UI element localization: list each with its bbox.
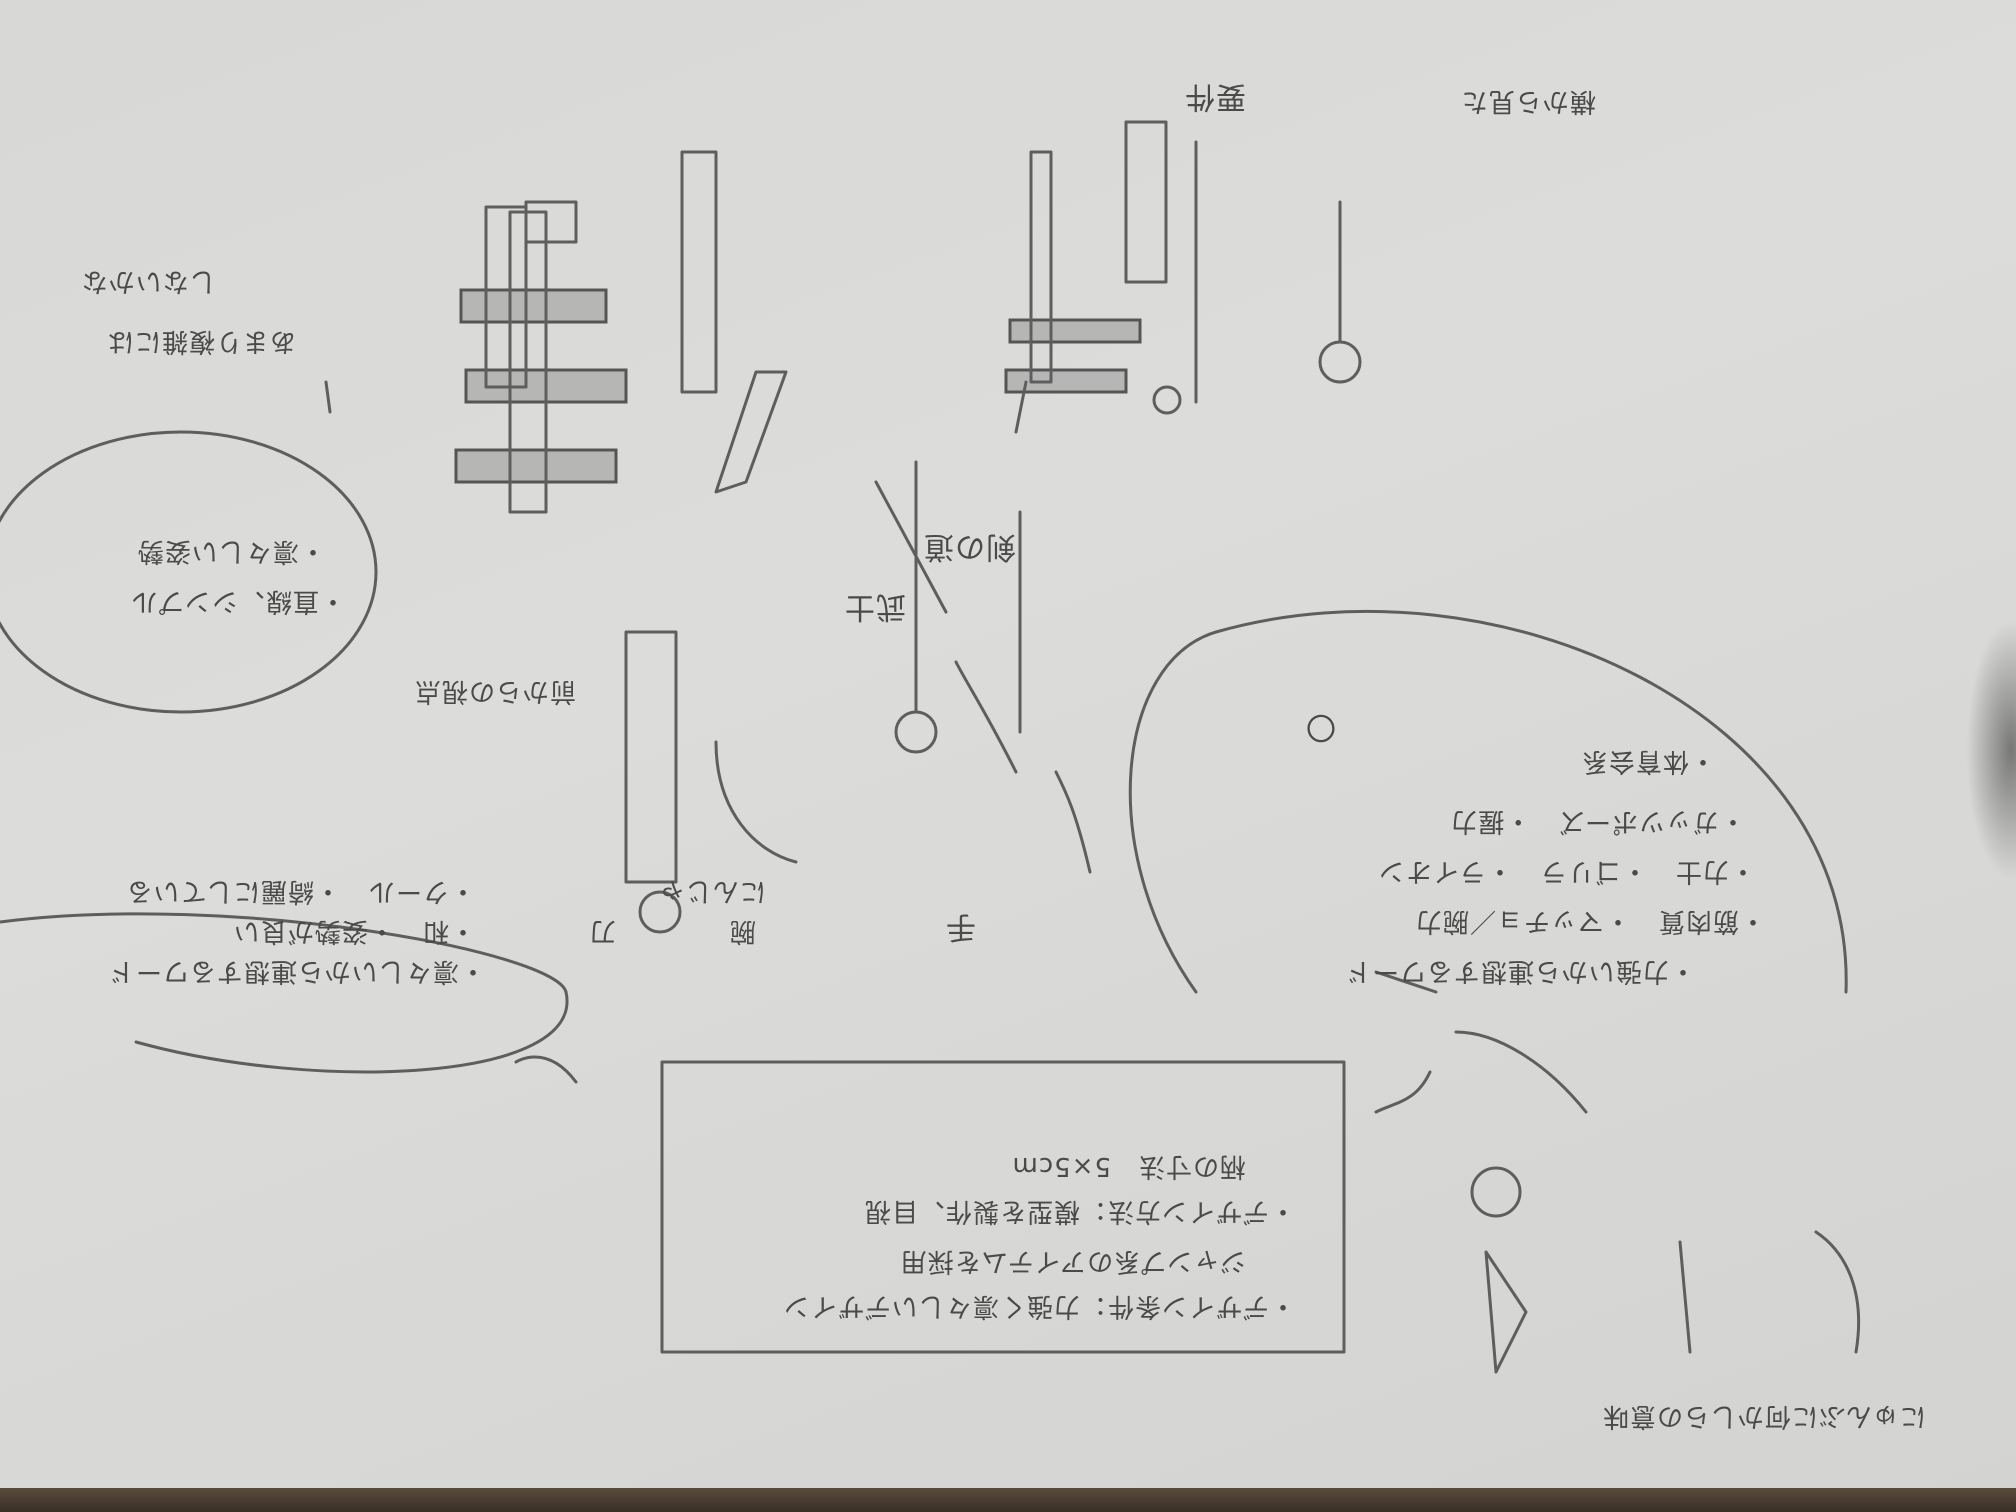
right-bubble-line-4: ・ガッツポーズ ・握力 bbox=[1450, 806, 1746, 836]
right-bubble-line-1: ・力強いから連想するワード bbox=[1344, 956, 1696, 986]
divider-curve bbox=[954, 660, 1018, 774]
top-left-note-line-1: あまり複雑には bbox=[106, 326, 296, 356]
requirement-4: 柄の寸法 5×5cm bbox=[1011, 1151, 1247, 1181]
right-bubble-line-5: ・体育会系 bbox=[1580, 746, 1716, 776]
left-bubble-line-1: ・凛々しいから連想するワード bbox=[107, 956, 486, 986]
requirements-box bbox=[660, 1060, 1346, 1354]
label-front-view: 前からの視点 bbox=[413, 676, 576, 706]
right-bubble-outline bbox=[1128, 610, 1848, 994]
small-sketches bbox=[1374, 970, 1861, 1374]
requirement-1: ・デザイン条件：力強く凛々しいデザイン bbox=[782, 1291, 1296, 1321]
block-kanji-sketch bbox=[454, 150, 788, 514]
arrow-right bbox=[1374, 1070, 1432, 1114]
arrow-up-left bbox=[324, 380, 332, 414]
requirements-label: 要件 bbox=[1184, 79, 1246, 114]
sword-figures bbox=[624, 140, 1362, 934]
arrow-hand bbox=[1054, 770, 1092, 874]
right-bubble-line-3: ・力士 ・ゴリラ ・ライオン bbox=[1377, 856, 1756, 886]
label-warrior: 武士 bbox=[844, 589, 906, 624]
top-left-note-line-2: しないかな bbox=[80, 266, 216, 296]
header-text: にゅんぶに何かしらの意味 bbox=[1601, 1401, 1926, 1431]
label-katana: 刀 bbox=[588, 916, 616, 946]
left-bubble-line-3: ・クール ・綺麗にしている bbox=[125, 876, 476, 906]
label-ninja: にんじゃ bbox=[657, 876, 766, 906]
requirement-3: ・デザイン方法：模型を製作、目視 bbox=[863, 1196, 1296, 1226]
top-left-bubble-outline bbox=[0, 430, 378, 714]
label-hand: 手 bbox=[945, 909, 976, 944]
label-sword-road: 剣の道 bbox=[923, 529, 1016, 564]
arrow-left bbox=[514, 1055, 578, 1084]
top-left-bubble-line-1: ・直線、シンプル bbox=[130, 586, 346, 616]
right-bubble-line-2: ・筋肉質 ・マッチョ／腕力 bbox=[1414, 906, 1766, 936]
requirement-2: ジャンプ系のアイテムを採用 bbox=[899, 1246, 1246, 1276]
label-circle: 〇 bbox=[1305, 709, 1336, 744]
left-bubble-top bbox=[134, 990, 569, 1074]
left-bubble-outline bbox=[0, 912, 568, 994]
top-left-bubble-line-2: ・凛々しい姿勢 bbox=[136, 536, 326, 566]
center-kanji-sketch bbox=[1004, 120, 1182, 415]
desk-edge bbox=[0, 1488, 2016, 1512]
left-bubble-line-2: ・和 ・姿勢が良い bbox=[232, 916, 476, 946]
label-arm: 腕 bbox=[728, 916, 756, 946]
label-side: 横から見た bbox=[1460, 86, 1596, 116]
